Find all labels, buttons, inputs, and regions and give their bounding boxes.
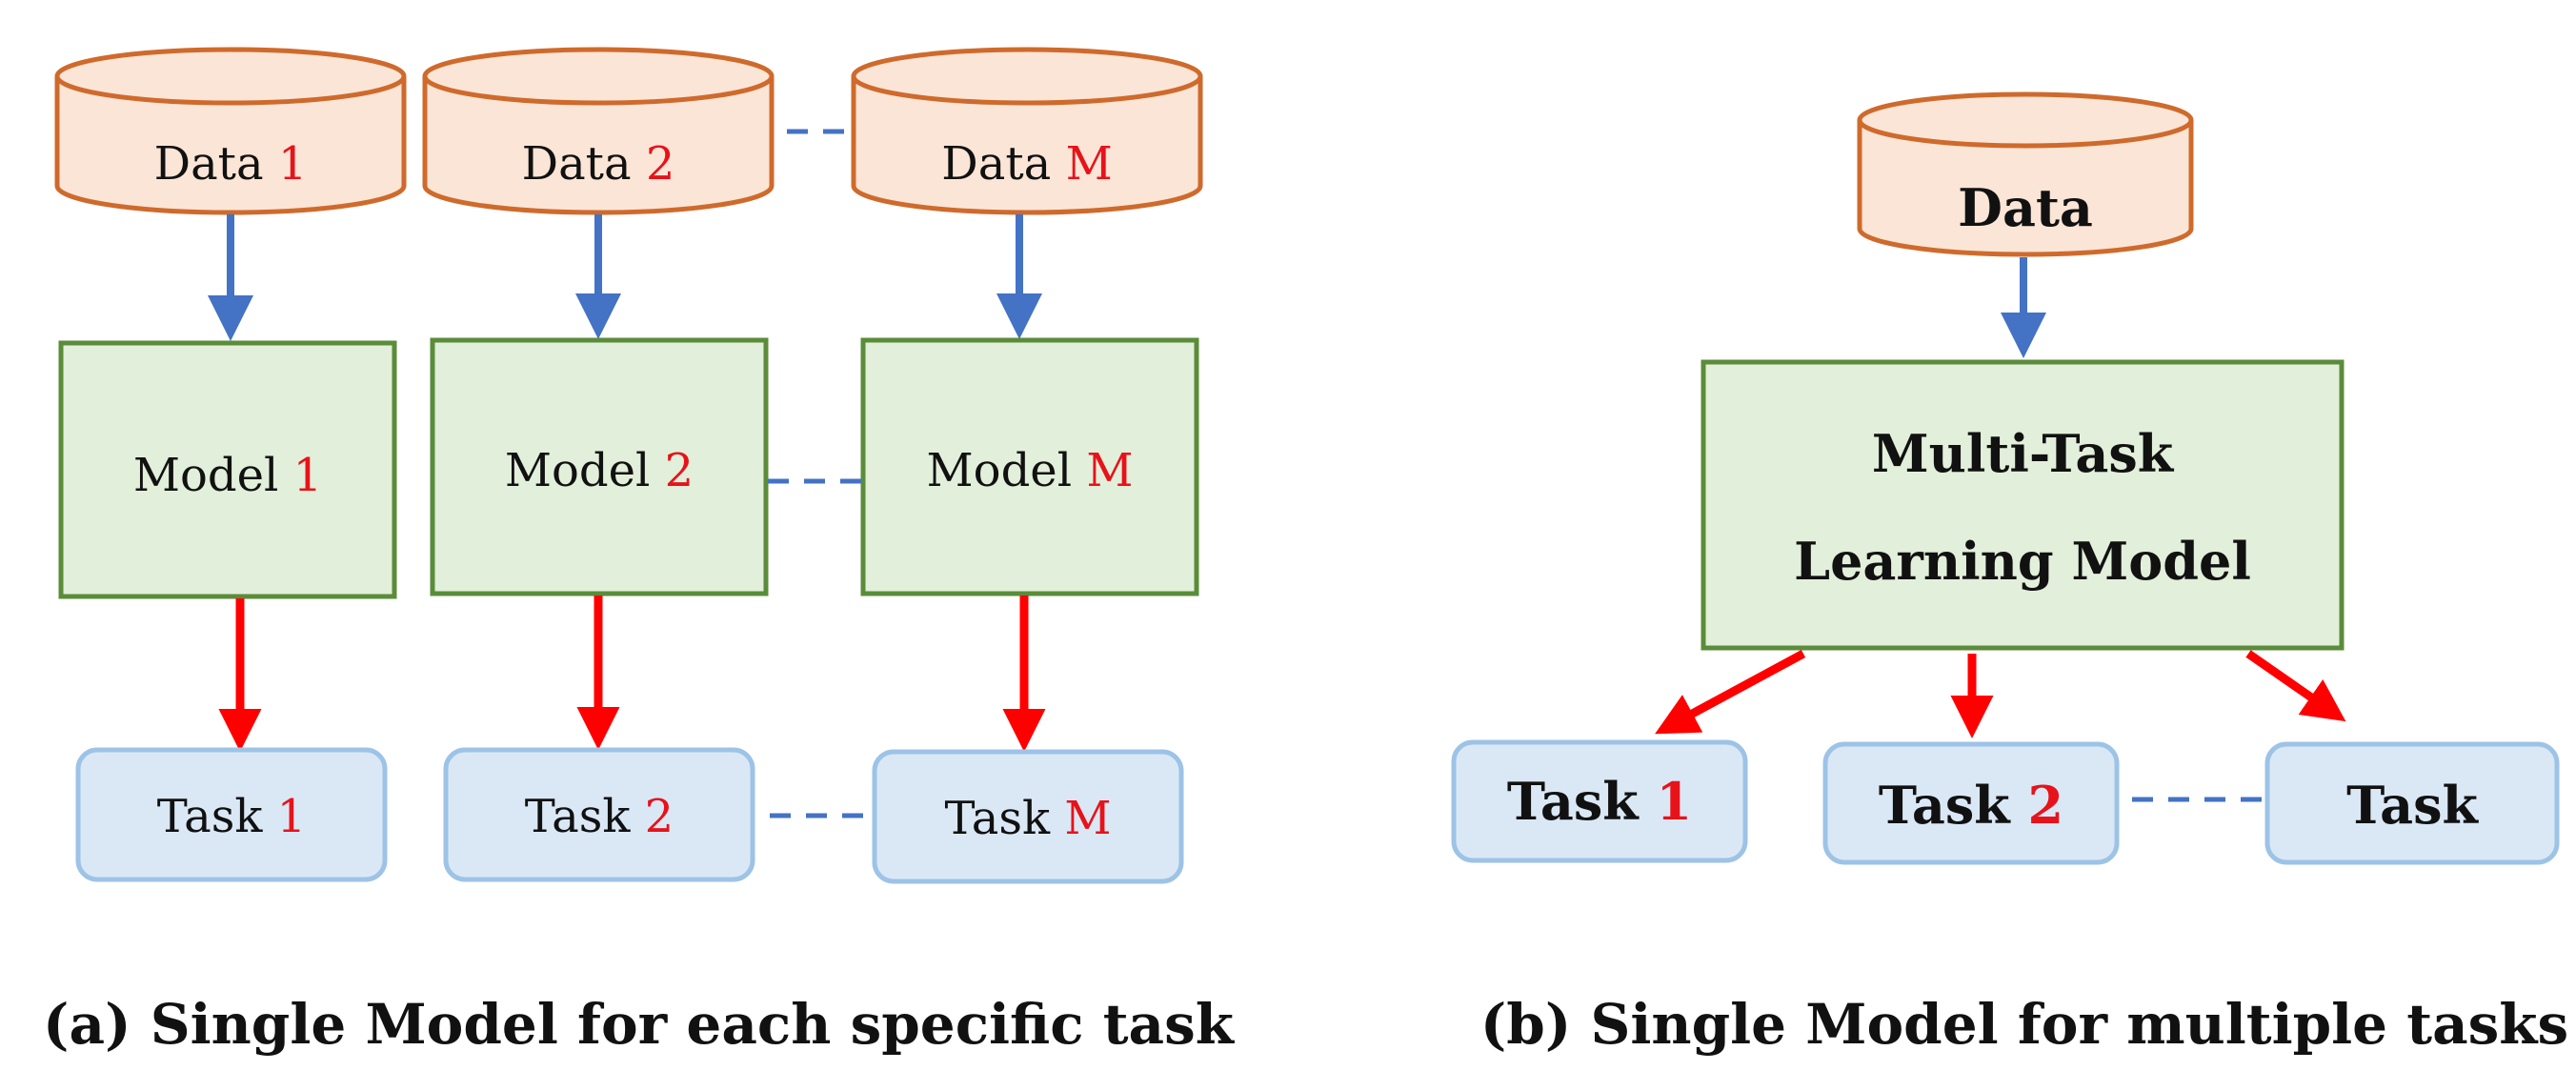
panel-a: Data 1 Data 2 Data M Model 1 Model 2 <box>43 47 1236 1057</box>
model-label-m: Model M <box>927 444 1134 497</box>
data-label-m: Data M <box>941 137 1112 191</box>
model-box-m: Model M <box>860 337 1199 596</box>
multi-task-model-box: Multi-Task Learning Model <box>1701 359 2345 651</box>
shared-task-label-1: Task 1 <box>1507 771 1692 832</box>
data-cylinder-2: Data 2 <box>422 47 775 215</box>
model-label-2: Model 2 <box>505 444 694 497</box>
shared-task-box-3: Task <box>2264 741 2560 865</box>
data-label-2: Data 2 <box>522 137 675 191</box>
task-label-1: Task 1 <box>157 790 306 843</box>
shared-task-box-2: Task 2 <box>1822 741 2120 865</box>
caption-b: (b) Single Model for multiple tasks <box>1480 992 2568 1057</box>
data-label-1: Data 1 <box>154 137 308 191</box>
task-label-2: Task 2 <box>525 790 674 843</box>
task-label-m: Task M <box>944 792 1111 845</box>
shared-task-label-2: Task 2 <box>1879 775 2063 836</box>
data-cylinder-shared: Data <box>1857 91 2194 257</box>
model-label-1: Model 1 <box>133 449 322 502</box>
model-box-1: Model 1 <box>58 340 397 599</box>
task-box-m: Task M <box>872 749 1184 884</box>
panel-b: Data Multi-Task Learning Model Task 1 Ta… <box>1451 91 2568 1057</box>
data-cylinder-1: Data 1 <box>54 47 407 215</box>
data-cylinder-m: Data M <box>851 47 1203 215</box>
task-box-2: Task 2 <box>443 747 755 882</box>
data-label-shared: Data <box>1958 177 2093 238</box>
task-box-1: Task 1 <box>75 747 388 882</box>
output-arrow-task3 <box>2245 650 2346 722</box>
shared-task-label-3: Task <box>2346 775 2479 836</box>
shared-task-box-1: Task 1 <box>1451 739 1748 863</box>
model-title-line1: Multi-Task <box>1872 423 2175 484</box>
model-title-line2: Learning Model <box>1794 531 2251 592</box>
output-arrow-task1 <box>1655 650 1806 735</box>
model-box-2: Model 2 <box>430 337 769 596</box>
caption-a: (a) Single Model for each specific task <box>43 992 1236 1057</box>
